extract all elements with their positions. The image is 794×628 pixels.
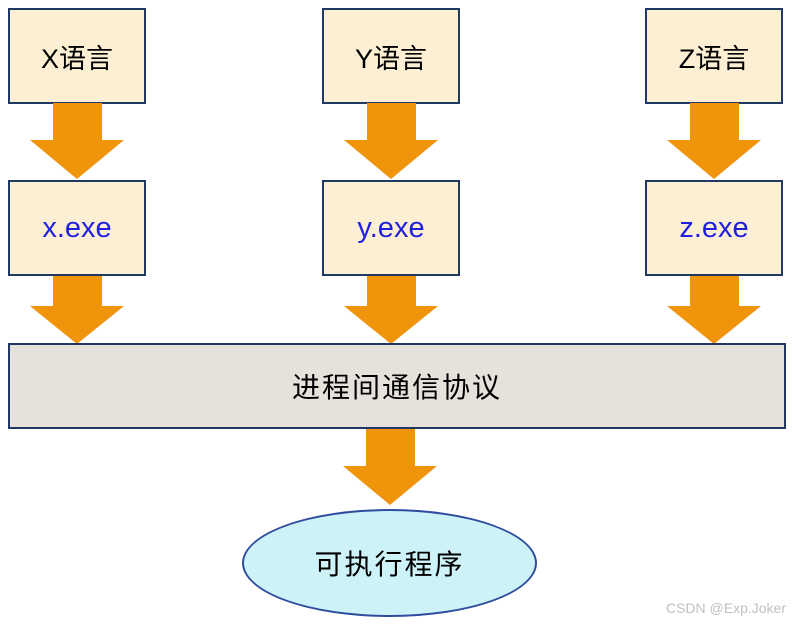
output-ellipse-label: 可执行程序 bbox=[314, 549, 465, 580]
down-arrow-z-to-zexe bbox=[667, 103, 761, 179]
down-arrow-protocol-to-output bbox=[343, 429, 437, 505]
exe-box-x-label: x.exe bbox=[42, 211, 112, 244]
protocol-bar-label: 进程间通信协议 bbox=[291, 372, 502, 403]
lang-box-x: X语言 bbox=[8, 8, 146, 104]
arrow-head bbox=[343, 466, 437, 505]
down-arrow-y-to-yexe bbox=[344, 103, 438, 179]
down-arrow-zexe-to-protocol bbox=[667, 276, 761, 344]
arrow-head bbox=[344, 140, 438, 179]
arrow-stem bbox=[366, 103, 416, 140]
arrow-stem bbox=[365, 429, 415, 466]
lang-box-z-label: Z语言 bbox=[678, 43, 750, 74]
down-arrow-yexe-to-protocol bbox=[344, 276, 438, 344]
exe-box-y-label: y.exe bbox=[357, 211, 425, 244]
down-arrow-x-to-xexe bbox=[30, 103, 124, 179]
protocol-bar: 进程间通信协议 bbox=[8, 343, 786, 429]
arrow-head bbox=[667, 306, 761, 344]
exe-box-x: x.exe bbox=[8, 180, 146, 276]
arrow-stem bbox=[689, 103, 739, 140]
exe-box-y: y.exe bbox=[322, 180, 460, 276]
exe-box-z: z.exe bbox=[645, 180, 783, 276]
arrow-head bbox=[30, 140, 124, 179]
lang-box-y-label: Y语言 bbox=[354, 43, 427, 74]
arrow-stem bbox=[52, 276, 102, 306]
arrow-stem bbox=[52, 103, 102, 140]
output-ellipse: 可执行程序 bbox=[242, 509, 537, 617]
arrow-head bbox=[344, 306, 438, 344]
lang-box-x-label: X语言 bbox=[40, 43, 113, 74]
watermark: CSDN @Exp.Joker bbox=[665, 600, 786, 616]
lang-box-z: Z语言 bbox=[645, 8, 783, 104]
arrow-stem bbox=[689, 276, 739, 306]
down-arrow-xexe-to-protocol bbox=[30, 276, 124, 344]
arrow-head bbox=[30, 306, 124, 344]
arrow-stem bbox=[366, 276, 416, 306]
lang-box-y: Y语言 bbox=[322, 8, 460, 104]
arrow-head bbox=[667, 140, 761, 179]
exe-box-z-label: z.exe bbox=[679, 211, 749, 244]
